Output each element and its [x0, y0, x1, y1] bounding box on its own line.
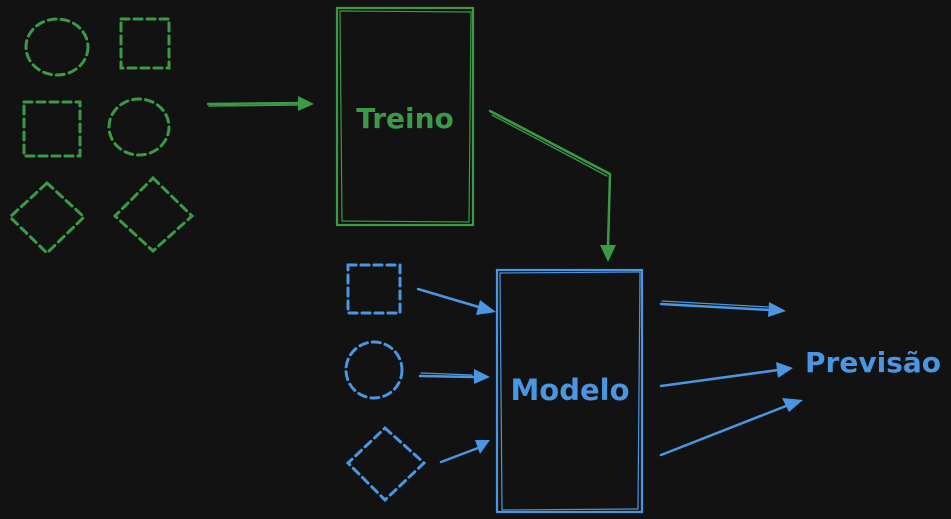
model-box	[495, 268, 644, 514]
model-label: Modelo	[510, 373, 629, 407]
prediction-label: Previsão	[805, 346, 941, 379]
arrow-input-3	[439, 446, 480, 464]
training-diamond-2	[112, 175, 195, 254]
arrow-output-1	[659, 302, 772, 312]
training-data-group	[7, 17, 195, 256]
input-data-group	[344, 263, 427, 503]
arrow-data-to-train	[206, 96, 314, 111]
arrows-model-to-prediction	[659, 300, 803, 457]
input-circle	[344, 340, 404, 400]
arrow-output-2	[659, 368, 780, 388]
training-circle-2	[107, 97, 171, 157]
arrows-input-to-model	[416, 287, 496, 464]
train-box	[335, 6, 475, 227]
training-circle-1	[24, 17, 90, 77]
arrow-train-to-model	[488, 109, 616, 262]
train-label: Treino	[356, 102, 454, 135]
arrow-output-3	[659, 404, 788, 457]
training-diamond-1	[7, 180, 87, 256]
input-square	[346, 263, 402, 315]
input-diamond	[345, 425, 427, 503]
arrow-input-1	[416, 287, 484, 310]
arrow-input-2	[418, 374, 476, 379]
training-square-1	[119, 17, 171, 70]
training-square-2	[22, 100, 82, 158]
